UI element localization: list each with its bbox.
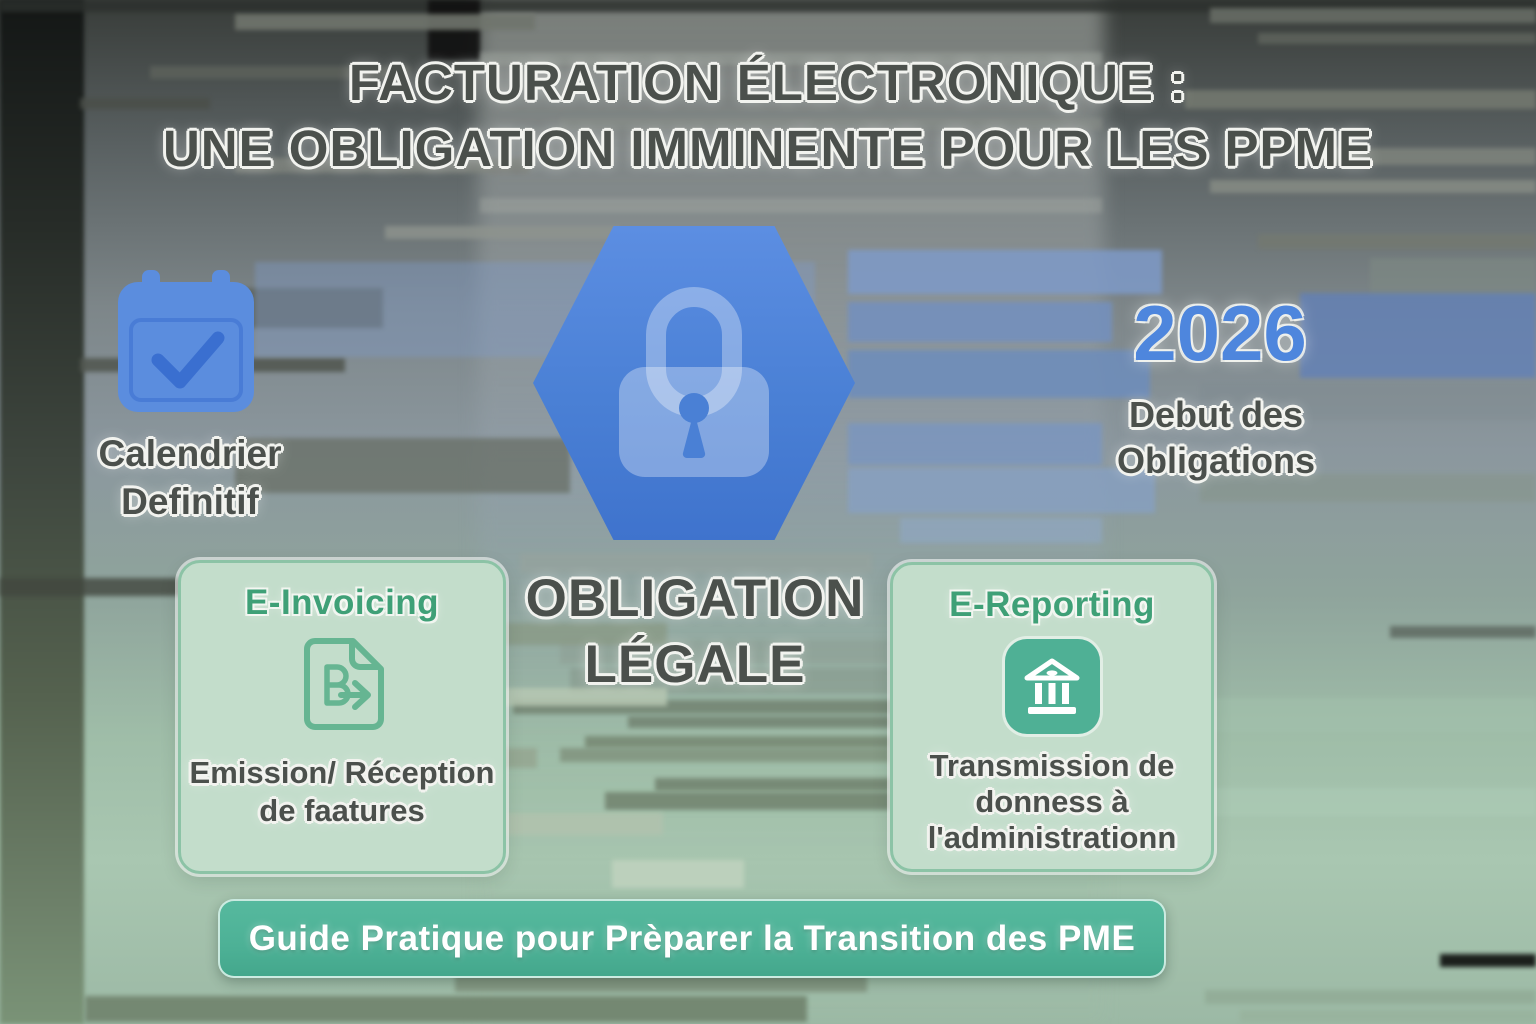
e-reporting-description: Transmission de donness à l'administrati… xyxy=(928,748,1177,856)
background-streak xyxy=(1200,382,1536,420)
legal-obligation-hexagon xyxy=(533,226,855,540)
background-streak xyxy=(235,158,530,173)
e-reporting-desc-line1: Transmission de xyxy=(929,748,1175,783)
background-streak xyxy=(1390,626,1536,638)
background-streak xyxy=(628,716,890,728)
e-reporting-desc-line3: l'administrationn xyxy=(927,820,1177,855)
background-streak xyxy=(1200,474,1536,502)
background-streak xyxy=(235,14,535,30)
e-reporting-desc-line2: donness à xyxy=(975,784,1129,819)
bank-icon xyxy=(1004,639,1100,734)
background-streak xyxy=(520,553,872,573)
background-streak xyxy=(480,198,1102,213)
year-label: Debut des Obligations xyxy=(1086,392,1346,484)
background-streak xyxy=(612,860,744,888)
background-streak xyxy=(1240,1010,1536,1022)
background-streak xyxy=(1180,788,1536,816)
calendar-label: Calendrier Definitif xyxy=(40,430,340,526)
background-streak xyxy=(1440,954,1536,967)
background-streak xyxy=(235,288,383,328)
background-streak xyxy=(1370,258,1536,298)
background-streak xyxy=(1302,148,1536,165)
background-streak xyxy=(560,118,1102,130)
obligation-label-line2: LÉGALE xyxy=(584,635,806,694)
background-streak xyxy=(900,518,1102,543)
background-streak xyxy=(85,996,807,1022)
background-streak xyxy=(80,98,210,109)
e-invoicing-description: Emission/ Réception de faatures xyxy=(190,754,495,830)
background-streak xyxy=(655,778,890,791)
page-title-line2: UNE OBLIGATION IMMINENTE POUR LES PPME xyxy=(162,120,1374,177)
e-invoicing-title: E-Invoicing xyxy=(244,583,440,622)
background-streak xyxy=(1258,234,1536,249)
page-title-line1: FACTURATION ÉLECTRONIQUE : xyxy=(348,54,1188,111)
background-streak xyxy=(480,52,1102,65)
background-streak xyxy=(1180,698,1536,732)
e-reporting-title: E-Reporting xyxy=(949,585,1155,624)
background-streak xyxy=(848,350,1150,398)
obligation-label-line1: OBLIGATION xyxy=(525,569,865,628)
background-left-strip xyxy=(0,0,84,1024)
background-streak xyxy=(1258,33,1536,44)
background-streak xyxy=(0,0,1536,12)
background-streak xyxy=(235,438,570,493)
invoice-document-arrow-icon xyxy=(291,633,393,740)
calendar-label-line2: Definitif xyxy=(121,481,259,522)
background-streak xyxy=(1210,8,1536,23)
background-streak xyxy=(585,736,890,748)
background-streak xyxy=(1205,990,1536,1004)
background-streak xyxy=(428,0,480,60)
background-streak xyxy=(848,250,1162,294)
e-invoicing-desc-line2: de faatures xyxy=(259,793,425,828)
background-streak xyxy=(848,302,1112,342)
background-streak xyxy=(560,748,890,762)
calendar-label-line1: Calendrier xyxy=(98,433,282,474)
e-invoicing-card: E-Invoicing Emission/ Réception de faatu… xyxy=(178,560,506,874)
padlock-icon xyxy=(619,287,769,477)
year-2026: 2026 xyxy=(1133,289,1307,377)
background-streak xyxy=(1185,90,1536,109)
year-label-line1: Debut des xyxy=(1128,394,1304,435)
background-streak xyxy=(605,792,890,810)
e-reporting-card: E-Reporting Transmission de donness à l'… xyxy=(890,562,1214,872)
year-label-line2: Obligations xyxy=(1117,440,1315,481)
background-streak xyxy=(150,66,410,79)
page-title: FACTURATION ÉLECTRONIQUE : UNE OBLIGATIO… xyxy=(0,50,1536,182)
guide-cta-label: Guide Pratique pour Prèparer la Transiti… xyxy=(248,918,1136,958)
background-streak xyxy=(848,468,1155,513)
background-streak xyxy=(385,226,620,239)
background-streak xyxy=(1300,293,1536,378)
e-invoicing-desc-line1: Emission/ Réception xyxy=(189,755,495,790)
background-streak xyxy=(848,423,1102,465)
background-streak xyxy=(1210,180,1536,193)
calendar-check-icon xyxy=(118,270,254,412)
obligation-legale-label: OBLIGATION LÉGALE xyxy=(495,566,895,698)
guide-cta-button[interactable]: Guide Pratique pour Prèparer la Transiti… xyxy=(218,899,1166,978)
